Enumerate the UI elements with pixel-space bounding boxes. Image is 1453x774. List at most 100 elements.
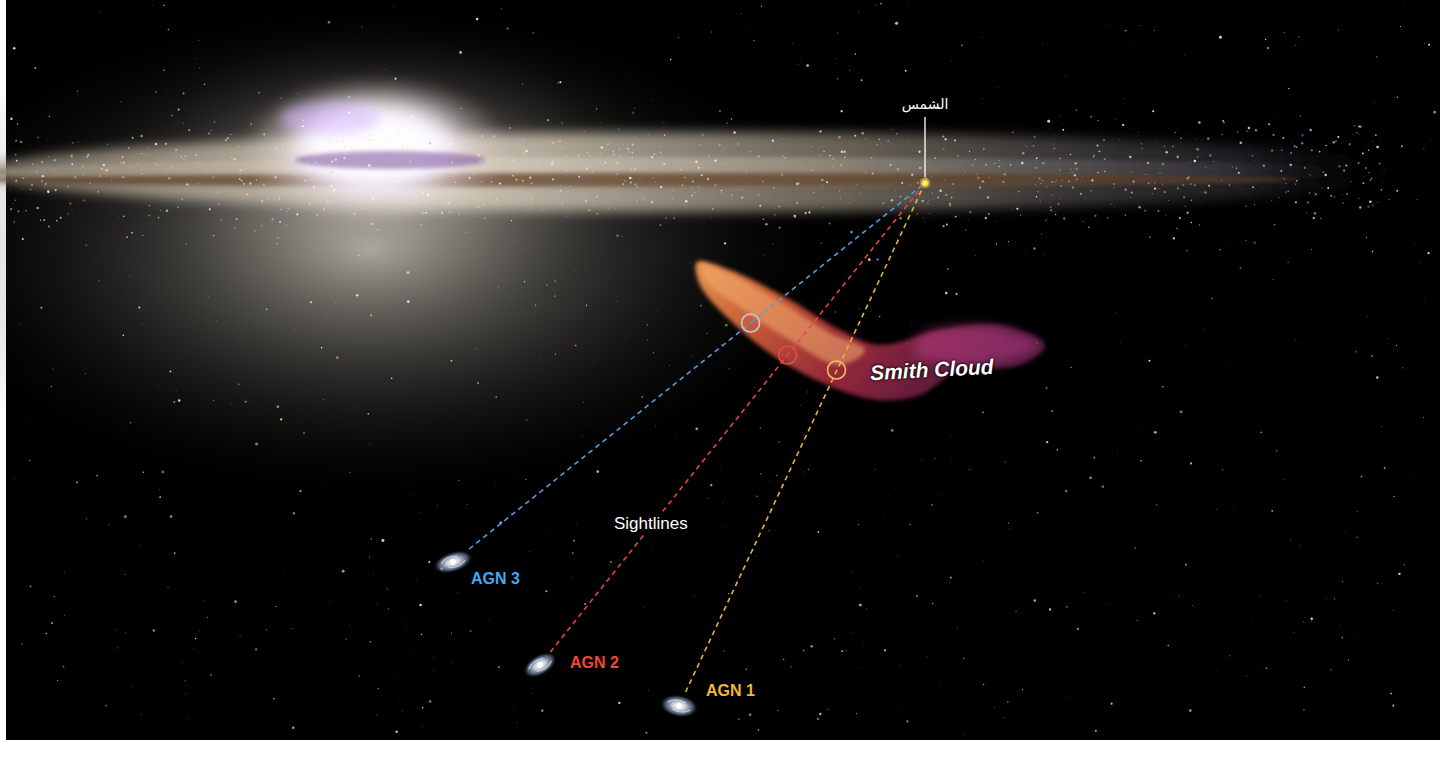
star [330,171,332,173]
star [1125,189,1127,191]
star [1388,199,1389,200]
star [535,304,536,305]
star [1304,686,1305,687]
star [872,173,874,175]
star [75,135,77,137]
star [792,42,794,44]
star [350,147,352,149]
star [173,401,175,403]
star [951,196,953,198]
star [1332,141,1334,143]
star [623,144,624,145]
star [280,209,282,211]
star [140,713,142,715]
star [1093,260,1095,262]
star [672,190,673,191]
sightline [550,187,921,652]
star [1301,142,1303,144]
star [538,165,540,167]
star [525,150,527,152]
star [1311,149,1313,151]
star [1051,194,1053,196]
star [185,694,186,695]
star [418,182,419,183]
star [1183,197,1185,199]
star [996,243,997,244]
star [942,135,944,137]
star [422,192,424,194]
star [1238,270,1240,272]
star [1049,128,1051,130]
star [748,26,750,28]
star [694,595,696,597]
star [1049,608,1051,610]
star [1402,5,1404,7]
star [366,199,368,201]
star [110,176,112,178]
star [277,157,278,158]
star [368,413,370,415]
star [1070,154,1072,156]
star [817,531,819,533]
star [976,174,978,176]
star [124,632,126,634]
star [1379,141,1381,143]
star [1311,621,1313,623]
star [986,40,988,42]
star [985,169,987,171]
star [40,220,41,221]
star [1194,607,1196,609]
star [852,190,854,192]
star [983,148,985,150]
star [546,284,547,285]
agn-galaxy: AGN 1 [660,692,698,720]
star [681,169,683,171]
star [937,495,939,497]
sun-marker-shape [921,179,929,187]
star [1098,120,1100,122]
star [263,184,266,187]
star [173,144,175,146]
star [19,322,21,324]
star [1055,133,1057,135]
star [113,212,115,214]
star [336,172,338,174]
star [1372,251,1374,253]
star [231,148,233,150]
star [211,130,213,132]
star [1246,676,1247,677]
star [669,364,671,366]
star [438,184,440,186]
star [184,155,185,156]
star [1191,186,1193,188]
star [22,177,24,179]
star [511,220,512,221]
star [721,193,722,194]
star [900,665,902,667]
star [972,164,974,166]
star [588,210,589,211]
star [558,160,560,162]
star [1138,206,1140,208]
star [522,139,524,141]
star [156,208,158,210]
star [628,151,630,153]
star [1271,200,1273,202]
star [501,8,502,9]
star [1057,449,1058,450]
star [864,184,866,186]
star [803,650,805,652]
star [721,190,723,192]
star [692,636,694,638]
star [199,631,201,633]
star [330,256,332,258]
star [1173,180,1175,182]
gas-cloud-shape [690,255,1055,410]
star [86,244,88,246]
star [299,168,301,170]
star [1356,537,1357,538]
star [1383,169,1385,171]
star [1352,134,1353,135]
star [854,135,856,137]
star [431,196,433,198]
